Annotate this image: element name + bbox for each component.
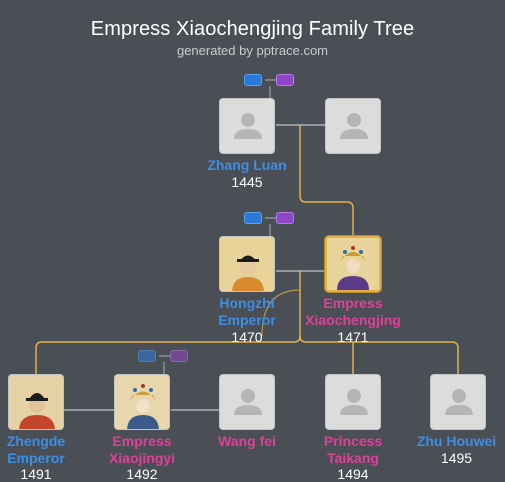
person-silhouette-icon	[234, 113, 262, 139]
person-silhouette-icon	[340, 113, 368, 139]
person-year-xiaojingyi: 1492	[126, 466, 158, 482]
person-name-zhu-houwei[interactable]: Zhu Houwei	[416, 433, 497, 449]
marriage-toggle-icon[interactable]	[244, 212, 262, 224]
person-card-xiaochengjing[interactable]	[325, 236, 381, 292]
emperor-portrait-icon	[9, 375, 63, 429]
marriage-toggle-icon[interactable]	[170, 350, 188, 362]
person-card-zhang-luan-spouse[interactable]	[325, 98, 381, 154]
person-name-xiaochengjing-line1[interactable]: Empress	[323, 295, 383, 311]
marriage-toggle-icon[interactable]	[138, 350, 156, 362]
person-silhouette-icon	[234, 389, 262, 415]
empress-portrait-icon	[327, 238, 379, 290]
person-name-taikang-line2[interactable]: Taikang	[327, 450, 379, 466]
page-subtitle: generated by pptrace.com	[176, 43, 329, 58]
person-year-zhu-houwei: 1495	[440, 450, 473, 466]
person-name-wang-fei[interactable]: Wang fei	[218, 433, 276, 449]
person-name-xiaojingyi-line1[interactable]: Empress	[112, 433, 172, 449]
person-name-zhengde-line2[interactable]: Emperor	[7, 450, 65, 466]
descent-line-zhang-to-xiaochengjing	[299, 125, 354, 236]
descent-swoop	[261, 289, 301, 337]
person-name-hongzhi-line2[interactable]: Emperor	[218, 312, 276, 328]
person-name-hongzhi-line1[interactable]: Hongzhi	[219, 295, 275, 311]
person-card-taikang[interactable]	[325, 374, 381, 430]
page-title: Empress Xiaochengjing Family Tree	[90, 18, 415, 40]
person-card-wang-fei[interactable]	[219, 374, 275, 430]
person-silhouette-icon	[445, 389, 473, 415]
person-card-hongzhi[interactable]	[219, 236, 275, 292]
person-name-taikang-line1[interactable]: Princess	[323, 433, 383, 449]
person-year-hongzhi: 1470	[231, 329, 263, 345]
person-year-taikang: 1494	[337, 466, 369, 482]
person-year-xiaochengjing: 1471	[337, 329, 369, 345]
person-card-zhengde[interactable]	[8, 374, 64, 430]
marriage-toggle-icon[interactable]	[244, 74, 262, 86]
empress-portrait-icon	[115, 375, 169, 429]
person-name-xiaojingyi-line2[interactable]: Xiaojingyi	[108, 450, 176, 466]
person-name-xiaochengjing-line2[interactable]: Xiaochengjing	[305, 312, 401, 328]
person-card-zhang-luan[interactable]	[219, 98, 275, 154]
person-name-zhengde-line1[interactable]: Zhengde	[6, 433, 66, 449]
person-year-zhengde: 1491	[20, 466, 52, 482]
person-card-xiaojingyi[interactable]	[114, 374, 170, 430]
person-silhouette-icon	[340, 389, 368, 415]
person-name-zhang-luan[interactable]: Zhang Luan	[207, 157, 287, 173]
person-year-zhang-luan: 1445	[231, 174, 263, 190]
descent-branch-right	[299, 335, 459, 374]
marriage-toggle-icon[interactable]	[276, 74, 294, 86]
emperor-portrait-icon	[220, 237, 274, 291]
marriage-toggle-icon[interactable]	[276, 212, 294, 224]
person-card-zhu-houwei[interactable]	[430, 374, 486, 430]
